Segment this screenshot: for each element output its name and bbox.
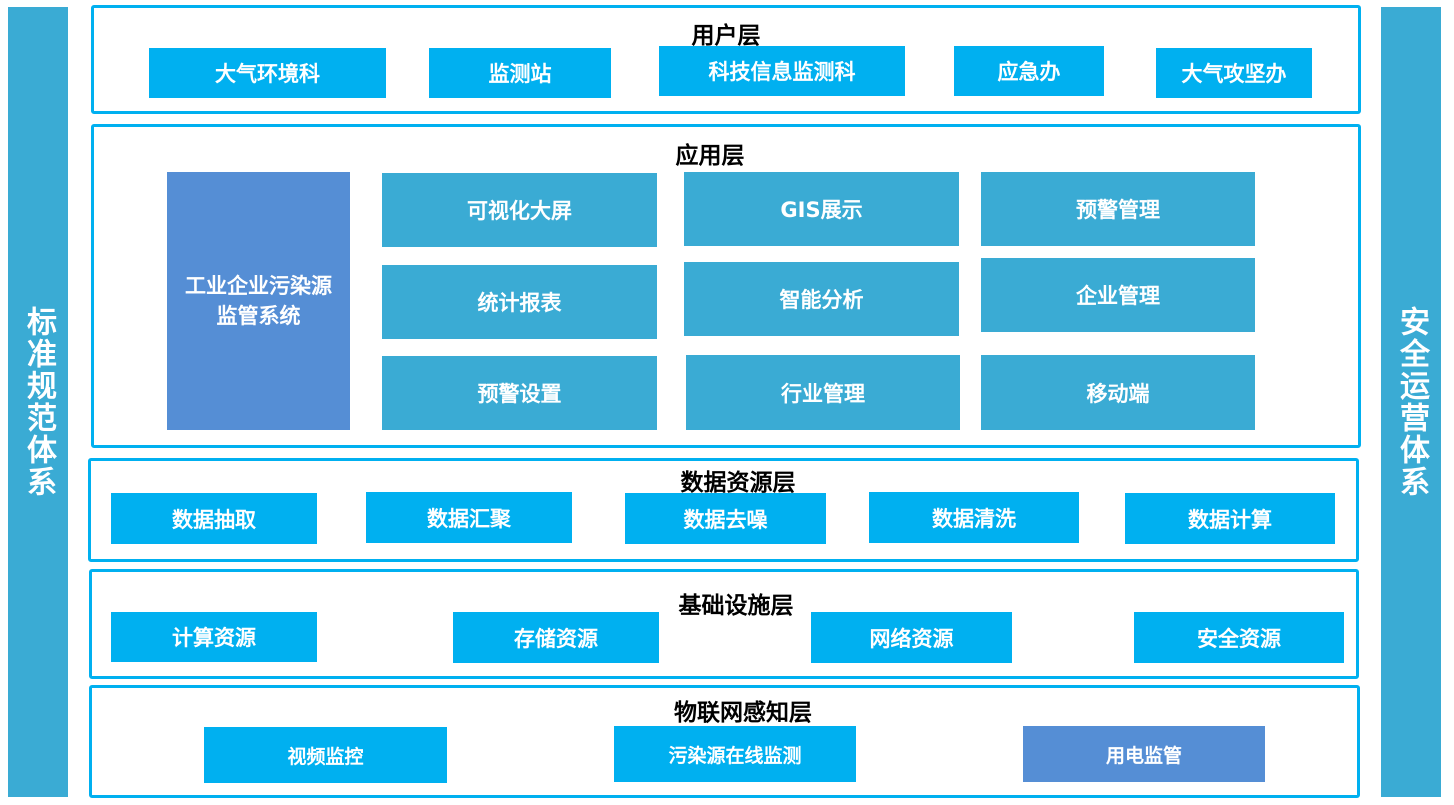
iot-layer-title: 物联网感知层 xyxy=(674,700,812,726)
iot-perception-layer xyxy=(89,685,1360,798)
app-item: 预警设置 xyxy=(382,356,657,430)
main-system-box: 工业企业污染源监管系统 xyxy=(167,172,350,430)
infra-item: 安全资源 xyxy=(1134,612,1344,663)
right-pillar-security: 安全运营体系 xyxy=(1381,7,1441,797)
data-item: 数据汇聚 xyxy=(366,492,572,543)
user-item: 大气环境科 xyxy=(149,48,386,98)
application-layer-title: 应用层 xyxy=(675,143,745,169)
iot-item: 污染源在线监测 xyxy=(614,726,856,782)
user-layer-title: 用户层 xyxy=(691,23,761,49)
data-resource-layer xyxy=(88,458,1359,562)
left-pillar-standards: 标准规范体系 xyxy=(8,7,68,797)
data-layer-title: 数据资源层 xyxy=(680,470,796,496)
app-item: 可视化大屏 xyxy=(382,173,657,247)
infra-layer-title: 基础设施层 xyxy=(678,593,794,619)
infrastructure-layer xyxy=(89,569,1359,679)
iot-item: 视频监控 xyxy=(204,727,447,783)
infra-item: 网络资源 xyxy=(811,612,1012,663)
user-item: 大气攻坚办 xyxy=(1156,48,1312,98)
app-item: 智能分析 xyxy=(684,262,959,336)
data-item: 数据抽取 xyxy=(111,493,317,544)
app-item: 行业管理 xyxy=(686,355,960,430)
app-item: 企业管理 xyxy=(981,258,1255,332)
infra-item: 存储资源 xyxy=(453,612,659,663)
user-item: 监测站 xyxy=(429,48,611,98)
infra-item: 计算资源 xyxy=(111,612,317,662)
app-item: 统计报表 xyxy=(382,265,657,339)
data-item: 数据计算 xyxy=(1125,493,1335,544)
user-item: 科技信息监测科 xyxy=(659,46,905,96)
app-item: GIS展示 xyxy=(684,172,959,246)
data-item: 数据清洗 xyxy=(869,492,1079,543)
app-item: 移动端 xyxy=(981,355,1255,430)
application-layer xyxy=(91,124,1361,448)
user-layer xyxy=(91,5,1361,114)
data-item: 数据去噪 xyxy=(625,493,826,544)
app-item: 预警管理 xyxy=(981,172,1255,246)
user-item: 应急办 xyxy=(954,46,1104,96)
iot-item: 用电监管 xyxy=(1023,726,1265,782)
